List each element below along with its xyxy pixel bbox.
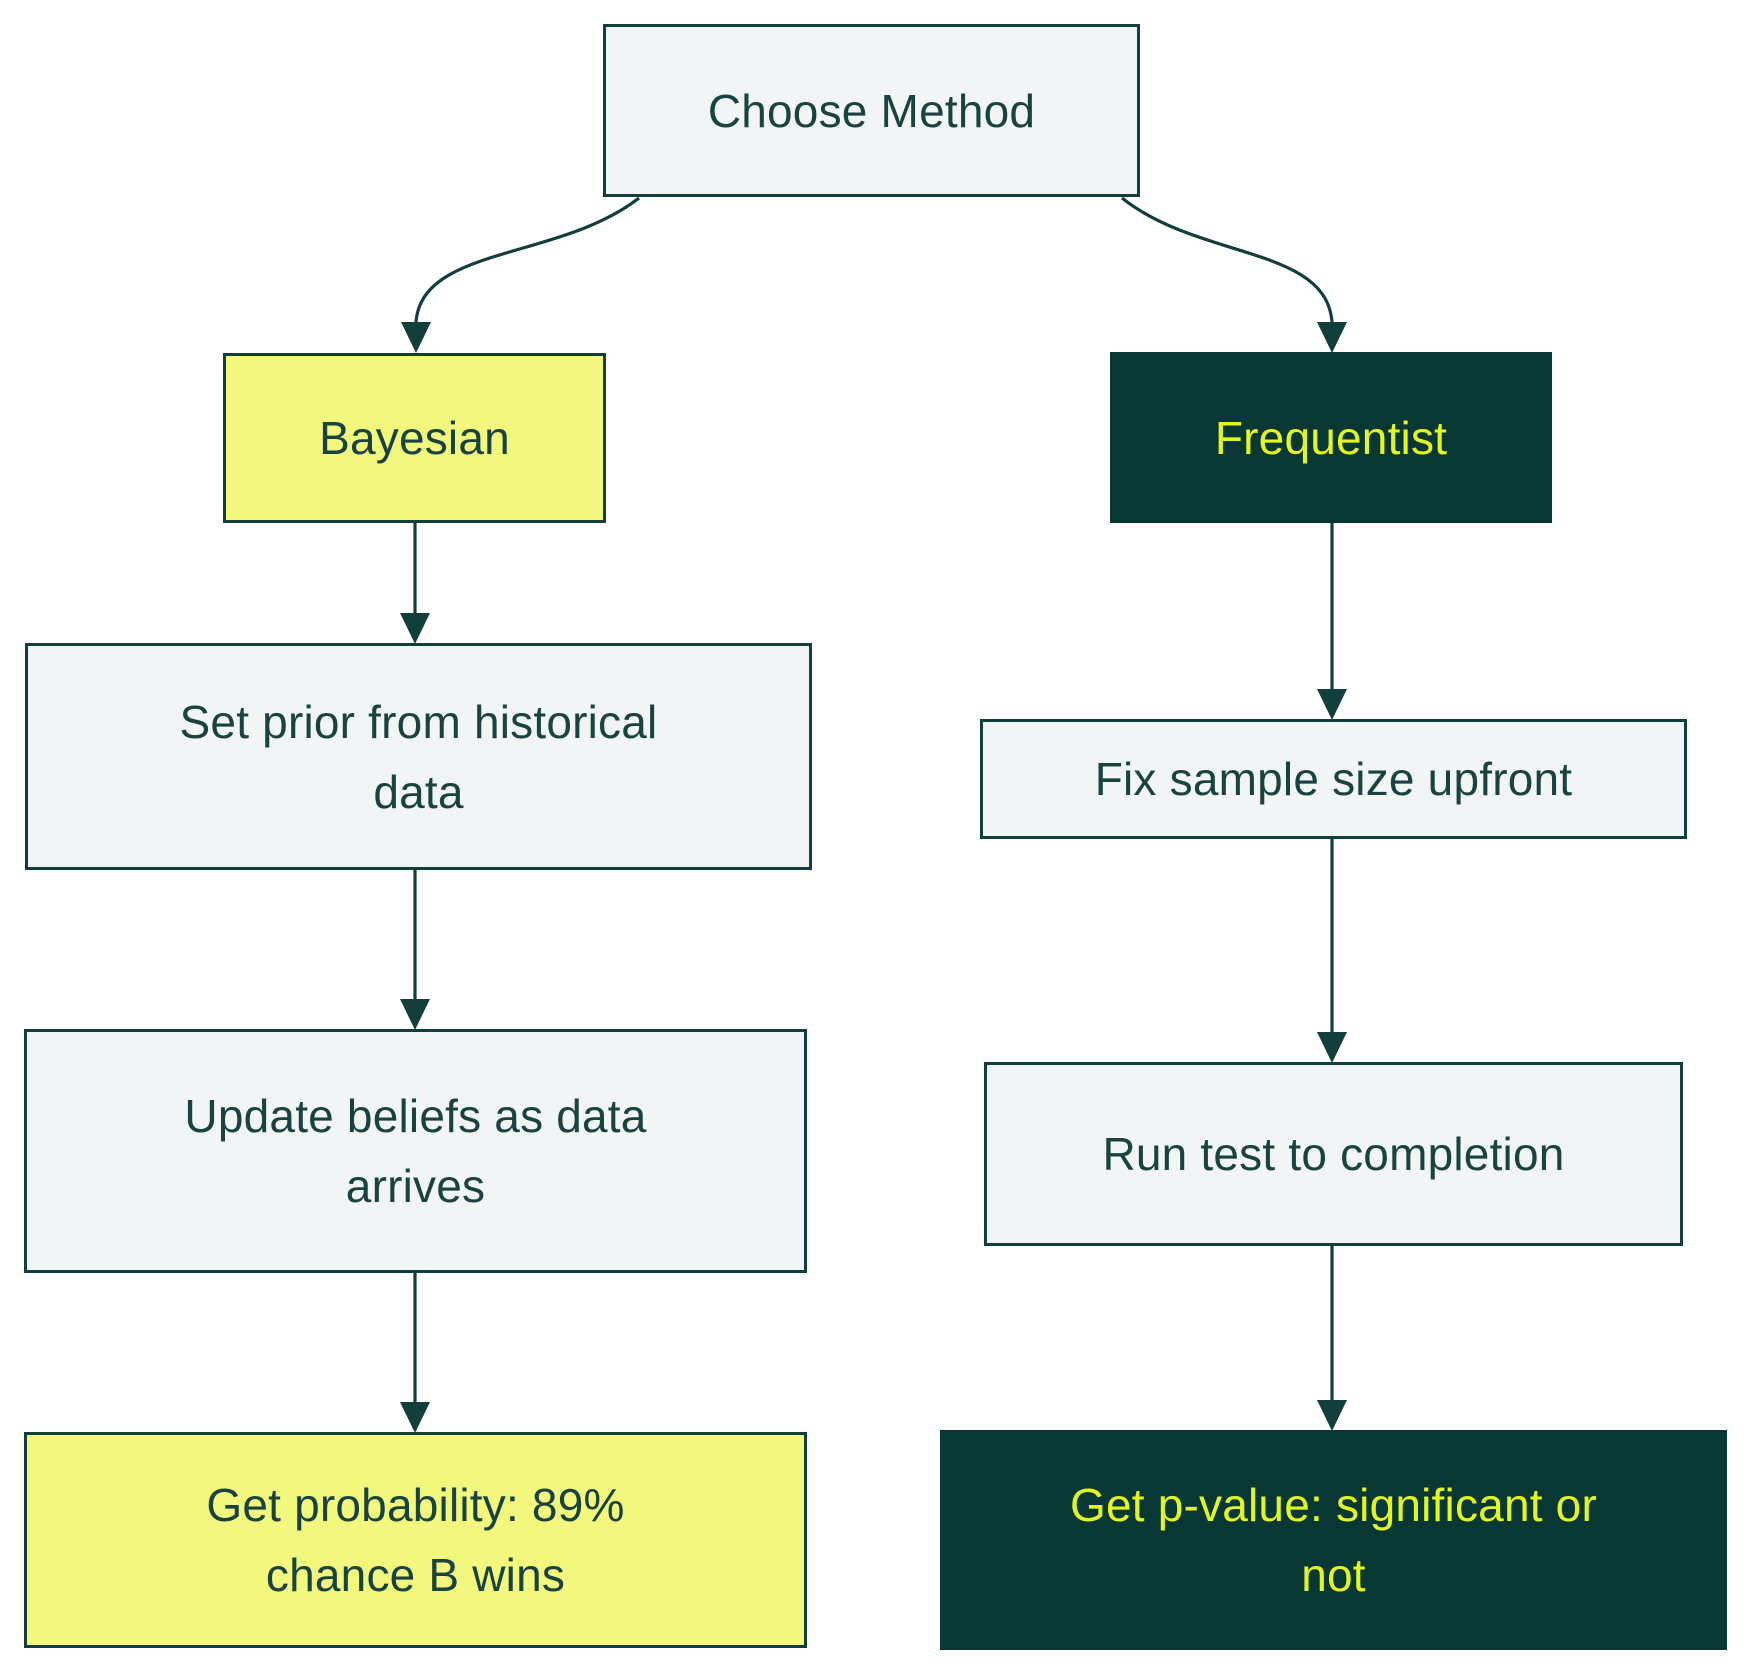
node-run-test: Run test to completion bbox=[984, 1062, 1683, 1246]
node-fix-sample-size: Fix sample size upfront bbox=[980, 719, 1687, 839]
edge-fix-sample-run-test bbox=[1317, 839, 1347, 1063]
edge-run-test-get-pvalue bbox=[1317, 1246, 1347, 1431]
node-set-prior: Set prior from historical data bbox=[25, 643, 812, 870]
edge-bayesian-set-prior bbox=[400, 523, 430, 644]
node-bayesian: Bayesian bbox=[223, 353, 606, 523]
node-update-beliefs: Update beliefs as data arrives bbox=[24, 1029, 807, 1273]
edge-frequentist-fix-sample bbox=[1317, 523, 1347, 720]
node-choose-method: Choose Method bbox=[603, 24, 1140, 197]
edge-set-prior-update-beliefs bbox=[400, 870, 430, 1030]
edge-update-beliefs-get-probability bbox=[400, 1273, 430, 1433]
node-get-pvalue: Get p-value: significant or not bbox=[940, 1430, 1727, 1650]
node-get-probability: Get probability: 89% chance B wins bbox=[24, 1432, 807, 1648]
edge-choose-frequentist bbox=[1121, 196, 1347, 353]
edge-choose-bayesian bbox=[401, 196, 640, 353]
node-frequentist: Frequentist bbox=[1110, 352, 1552, 523]
